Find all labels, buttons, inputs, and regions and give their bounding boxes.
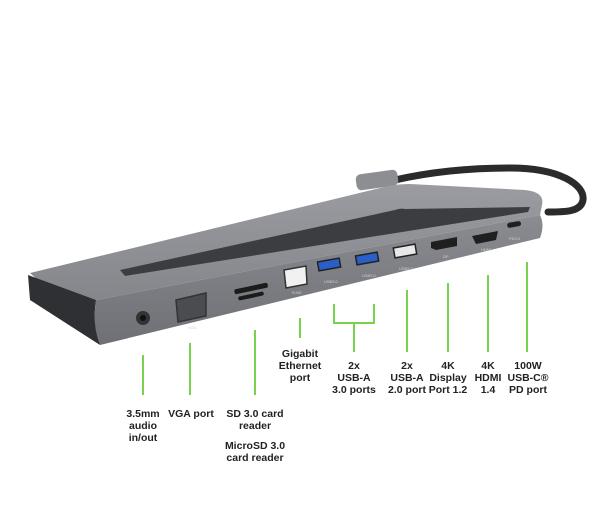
usb-c-plug [355,169,399,191]
usb-c-pd-port [507,221,522,228]
label-ethernet: Gigabit Ethernet port [278,348,322,384]
sd-card-slot [234,282,268,295]
label-usbc-pd: 100W USB-C® PD port [507,360,549,396]
dock-left-side [28,275,100,345]
usb3b-marking: USB3.0 [362,273,377,278]
label-vga: VGA port [168,408,214,420]
rj45-marking: RJ45 [292,290,302,295]
pd-marking: PD3.0 [509,236,521,241]
usb-c-cable [391,164,587,216]
label-usb3: 2x USB-A 3.0 ports [332,360,376,396]
label-sd: SD 3.0 card reader [226,408,284,432]
ports: VGA RJ45 USB3.0 USB3.0 USB2.0 DP HDMI PD… [136,221,522,330]
usb3-leader [333,304,375,324]
leader-lines [142,262,528,395]
label-audio: 3.5mm audio in/out [126,408,160,444]
displayport-port [431,237,457,250]
label-hdmi: 4K HDMI 1.4 [474,360,502,396]
vga-marking: VGA [188,325,197,330]
ethernet-port [283,265,308,289]
usb2-marking: USB2.0 [399,266,414,271]
usb3-port-a [316,257,342,272]
usb3-port-b [354,251,380,266]
vga-port [175,292,207,323]
microsd-card-slot [238,291,264,301]
dock-rubber-strip [120,207,530,276]
dp-marking: DP [443,254,449,259]
label-usb2: 2x USB-A 2.0 port [388,360,426,396]
usb2-port [392,243,418,259]
hdmi-marking: HDMI [481,247,491,252]
usb3a-marking: USB3.0 [324,279,339,284]
label-microsd: MicroSD 3.0 card reader [224,440,286,464]
hdmi-port [472,231,498,244]
label-displayport: 4K Display Port 1.2 [428,360,468,396]
